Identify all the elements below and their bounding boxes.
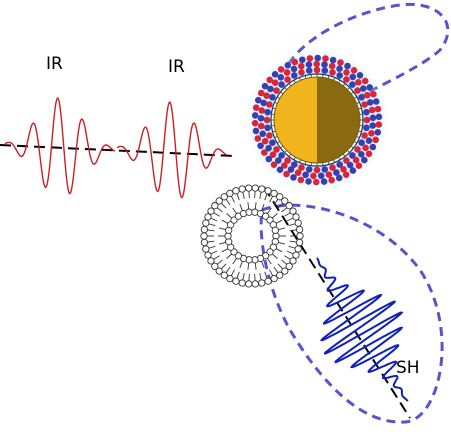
ir-pulse-1: [4, 97, 116, 195]
lower-emission-lobe: [259, 203, 444, 424]
gold-nanoparticle-icon: [245, 48, 389, 192]
liposome-icon: [200, 184, 304, 288]
ir-beam-axis: [0, 144, 235, 157]
sh-label: SH: [396, 358, 420, 378]
ir-label-left: IR: [46, 54, 63, 74]
sh-pulse: [316, 257, 409, 402]
ir-label-right: IR: [168, 57, 185, 77]
ir-pulse-2: [116, 101, 228, 199]
